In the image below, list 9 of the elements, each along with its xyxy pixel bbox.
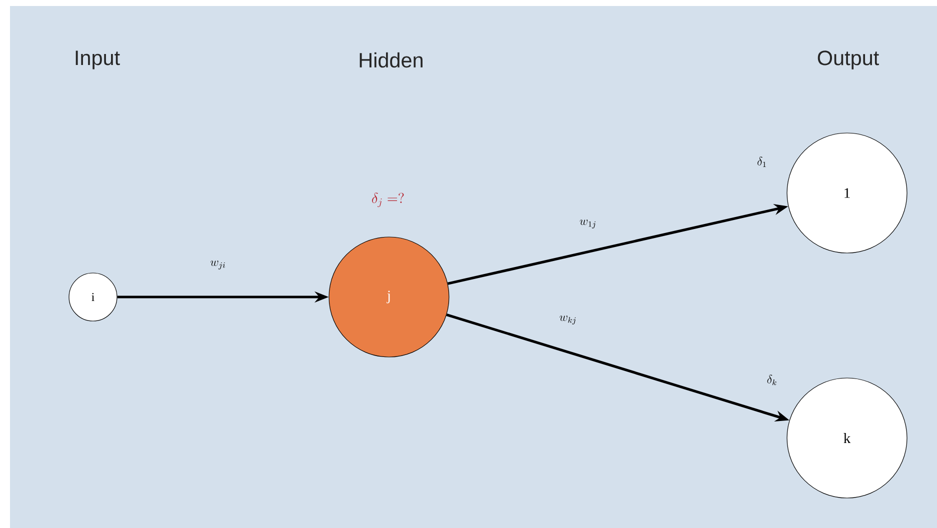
weight-label: $w_{kj}$ bbox=[560, 316, 576, 324]
layer-heading: Input bbox=[76, 50, 120, 70]
layer-heading: Output bbox=[818, 50, 879, 70]
delta-label: $\delta_k$ bbox=[767, 374, 776, 386]
layer-heading: Hidden bbox=[360, 52, 422, 68]
weight-label: $w_{1j}$ bbox=[580, 220, 596, 228]
weight-label: $w_{ji}$ bbox=[210, 260, 225, 270]
delta-label: $\delta_j = ?$ bbox=[372, 192, 404, 208]
delta-label: $\delta_1$ bbox=[758, 156, 766, 168]
